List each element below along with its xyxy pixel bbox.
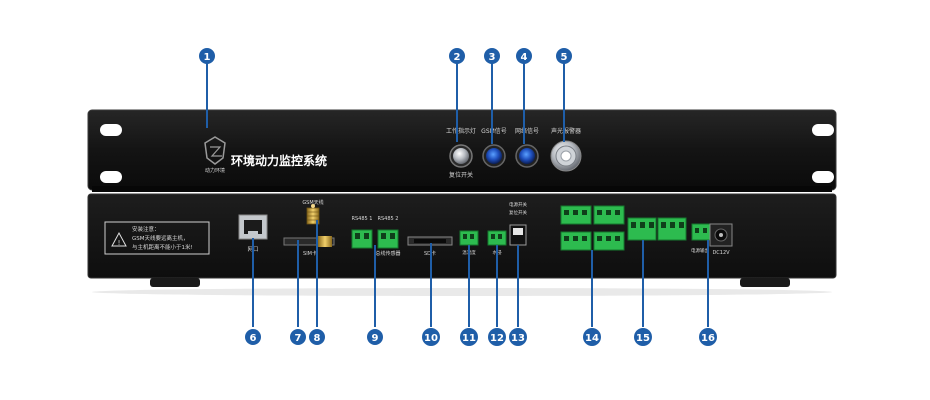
svg-text:7: 7 — [295, 333, 302, 344]
brand-logo: 动力环境 — [204, 136, 226, 174]
rack-slot — [812, 124, 834, 136]
callout-13: 13 — [509, 328, 527, 346]
product-title: 环境动力监控系统 — [231, 153, 327, 168]
sim-card-slot[interactable] — [283, 236, 335, 247]
logo-text: 动力环境 — [205, 167, 225, 174]
network-signal-indicator — [515, 144, 539, 168]
svg-text:12: 12 — [490, 333, 504, 344]
callout-12: 12 — [488, 328, 506, 346]
svg-text:3: 3 — [489, 52, 496, 63]
callout-badges: 1 2 3 4 5 6 7 8 9 10 11 12 13 14 15 16 — [199, 48, 717, 346]
svg-text:9: 9 — [372, 333, 379, 344]
label-buzzer: 声光报警器 — [551, 127, 581, 135]
rs485-terminal-2[interactable] — [377, 229, 399, 249]
callout-4: 4 — [516, 48, 532, 64]
rack-slot — [812, 171, 834, 183]
svg-text:16: 16 — [701, 333, 715, 344]
io-terminal-blocks[interactable] — [560, 205, 625, 251]
svg-text:11: 11 — [462, 333, 476, 344]
svg-text:14: 14 — [585, 333, 599, 344]
reset-button[interactable] — [449, 144, 473, 168]
callout-7: 7 — [290, 329, 306, 345]
rear-panel: ! 安装注意： GSM天线要远离主机， 与主机距离不能小于1米! 网口 GSM天… — [87, 193, 837, 296]
label-rs485-1: RS485 1 — [352, 216, 373, 222]
svg-text:5: 5 — [561, 52, 568, 63]
label-rs485-2: RS485 2 — [378, 216, 399, 222]
warning-label: ! 安装注意： GSM天线要远离主机， 与主机距离不能小于1米! — [104, 221, 210, 255]
label-dc12v: DC12V — [712, 250, 730, 256]
label-gsm-antenna: GSM天线 — [302, 199, 323, 206]
relay-terminal-blocks[interactable] — [627, 217, 687, 241]
warning-line-1: 安装注意： — [132, 225, 160, 233]
label-gsm-signal: GSM信号 — [481, 127, 507, 135]
warning-line-3: 与主机距离不能小于1米! — [132, 243, 193, 251]
power-switch[interactable] — [509, 224, 527, 246]
label-sim: SIM卡 — [303, 250, 317, 257]
callout-lines — [206, 63, 709, 327]
gsm-signal-indicator — [482, 144, 506, 168]
svg-text:8: 8 — [314, 333, 321, 344]
callout-15: 15 — [634, 328, 652, 346]
front-panel: 动力环境 环境动力监控系统 工作指示灯 GSM信号 网络信号 声光报警器 复位开… — [87, 109, 837, 192]
svg-text:1: 1 — [204, 52, 211, 63]
rs485-terminal-1[interactable] — [351, 229, 373, 249]
svg-text:6: 6 — [250, 333, 257, 344]
temp-humidity-terminal[interactable] — [459, 230, 479, 246]
label-network-signal: 网络信号 — [515, 127, 539, 135]
dc12v-jack[interactable] — [709, 223, 733, 247]
rubber-foot — [150, 278, 200, 287]
callout-11: 11 — [460, 328, 478, 346]
power-output-terminal[interactable] — [691, 223, 711, 241]
svg-text:13: 13 — [511, 333, 525, 344]
svg-text:10: 10 — [424, 333, 438, 344]
svg-text:2: 2 — [454, 52, 461, 63]
callout-8: 8 — [309, 329, 325, 345]
buzzer-alarm — [550, 140, 582, 172]
label-rs485-sensor: 总线传感器 — [375, 250, 400, 257]
label-reset-switch: 复位开关 — [449, 171, 473, 179]
callout-14: 14 — [583, 328, 601, 346]
rubber-foot — [740, 278, 790, 287]
callout-10: 10 — [422, 328, 440, 346]
label-power-switch: 电源开关 — [509, 201, 527, 208]
lan-port[interactable] — [238, 214, 268, 240]
callout-6: 6 — [245, 329, 261, 345]
callout-16: 16 — [699, 328, 717, 346]
callout-5: 5 — [556, 48, 572, 64]
svg-text:!: ! — [118, 239, 121, 247]
callout-2: 2 — [449, 48, 465, 64]
rack-slot — [100, 124, 122, 136]
svg-text:4: 4 — [521, 52, 528, 63]
rack-slot — [100, 171, 122, 183]
callout-1: 1 — [199, 48, 215, 64]
label-power-reset: 复位开关 — [509, 209, 527, 216]
callout-3: 3 — [484, 48, 500, 64]
callout-9: 9 — [367, 329, 383, 345]
label-power-out: 电源输出 — [691, 247, 709, 254]
svg-text:15: 15 — [636, 333, 650, 344]
label-power-indicator: 工作指示灯 — [446, 127, 476, 135]
water-leak-terminal[interactable] — [487, 230, 507, 246]
warning-line-2: GSM天线要远离主机， — [132, 234, 189, 242]
